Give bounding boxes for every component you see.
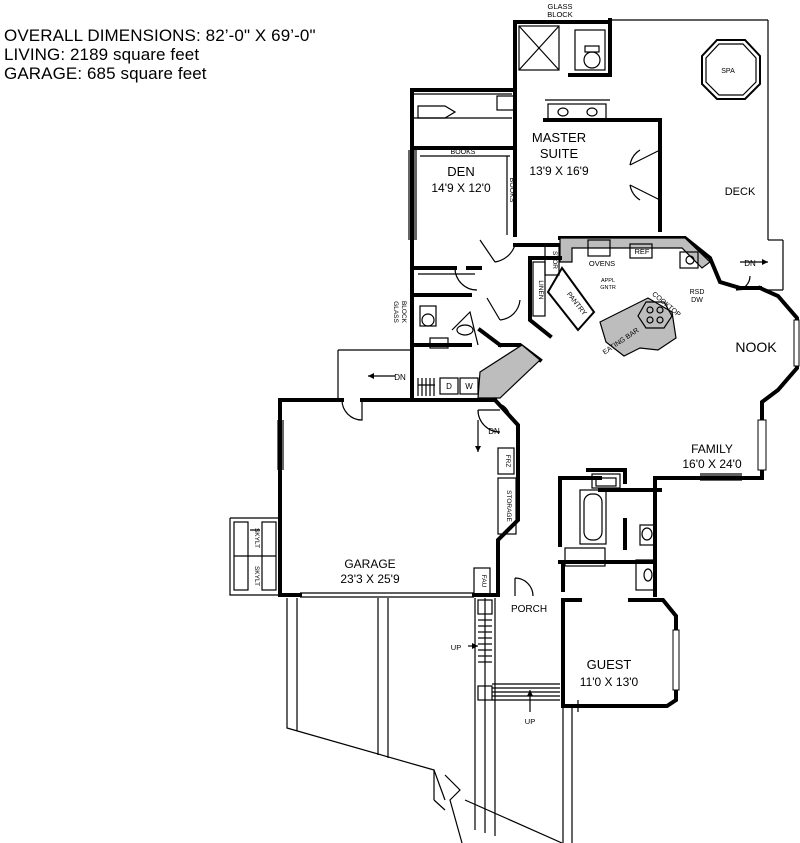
skylight-label: SKYLT <box>253 528 260 548</box>
master-suite-label: MASTER <box>532 130 586 145</box>
family-room-dimensions: 16'0 X 24'0 <box>682 457 742 471</box>
hall-walls <box>477 397 520 597</box>
garage-label: GARAGE <box>344 557 395 571</box>
books-label-side: BOOKS <box>508 178 515 203</box>
deck-area <box>610 19 784 291</box>
spa-label: SPA <box>721 68 735 75</box>
kitchen <box>528 236 762 357</box>
guest-room-walls <box>514 560 680 708</box>
skylight-label-2: SKYLT <box>253 566 260 586</box>
nook-label: NOOK <box>735 339 777 355</box>
pantry-label: PANTRY <box>565 291 588 317</box>
spa-tub <box>701 39 761 100</box>
garage-walls <box>277 349 497 598</box>
storage-closet-label: STOR <box>551 251 558 269</box>
guest-bath <box>558 476 662 591</box>
overall-dimensions-text: OVERALL DIMENSIONS: 82’-0" X 69’-0" <box>4 26 316 45</box>
furnace-label: FAU <box>480 575 487 588</box>
garage-area-text: GARAGE: 685 square feet <box>4 64 207 83</box>
master-suite-label-2: SUITE <box>540 146 579 161</box>
den-walls <box>408 88 517 347</box>
dryer-label: D <box>446 382 452 391</box>
dishwasher-label: DW <box>691 297 703 304</box>
deck-stairs-down-label: DN <box>744 259 756 268</box>
den-dimensions: 14'9 X 12'0 <box>431 181 491 195</box>
freezer-label: FRZ <box>504 455 511 468</box>
garage-dimensions: 23'3 X 25'9 <box>340 572 400 586</box>
appliance-garage-label-2: GNTR <box>600 285 616 291</box>
glass-block-label-top: GLASS <box>547 2 572 11</box>
ref-label: REF <box>635 247 650 256</box>
guest-room-label: GUEST <box>587 657 632 672</box>
glass-block-label-side-2: BLOCK <box>400 301 407 324</box>
porch-label: PORCH <box>511 604 547 615</box>
guest-room-dimensions: 11'0 X 13'0 <box>580 675 639 689</box>
linen-label: LINEN <box>537 280 544 299</box>
half-bath-laundry <box>410 293 543 402</box>
skylight-bay <box>229 517 280 596</box>
up-arrow-label-bottom: UP <box>525 717 535 726</box>
master-suite-walls <box>410 18 662 247</box>
nook-family-walls <box>586 285 800 597</box>
glass-block-label-top-2: BLOCK <box>547 10 572 19</box>
entry-steps <box>478 619 560 701</box>
up-arrow-label-left: UP <box>451 643 461 652</box>
direction-arrows <box>368 259 768 712</box>
rsd-label: RSD <box>690 289 705 296</box>
glass-block-label-side: GLASS <box>392 301 399 323</box>
laundry-stairs-down-label: DN <box>394 373 406 382</box>
ovens-label: OVENS <box>589 259 615 268</box>
deck-label: DECK <box>725 186 756 198</box>
appliance-garage-label: APPL <box>601 278 615 284</box>
living-area-text: LIVING: 2189 square feet <box>4 45 200 64</box>
family-room-label: FAMILY <box>691 442 733 456</box>
master-suite-dimensions: 13'9 X 16'9 <box>529 164 589 178</box>
garage-stairs-down-label: DN <box>488 427 500 436</box>
books-label-top: BOOKS <box>451 149 476 156</box>
driveway <box>286 598 579 843</box>
washer-label: W <box>465 382 473 391</box>
den-label: DEN <box>447 164 474 179</box>
storage-label: STORAGE <box>505 490 512 522</box>
